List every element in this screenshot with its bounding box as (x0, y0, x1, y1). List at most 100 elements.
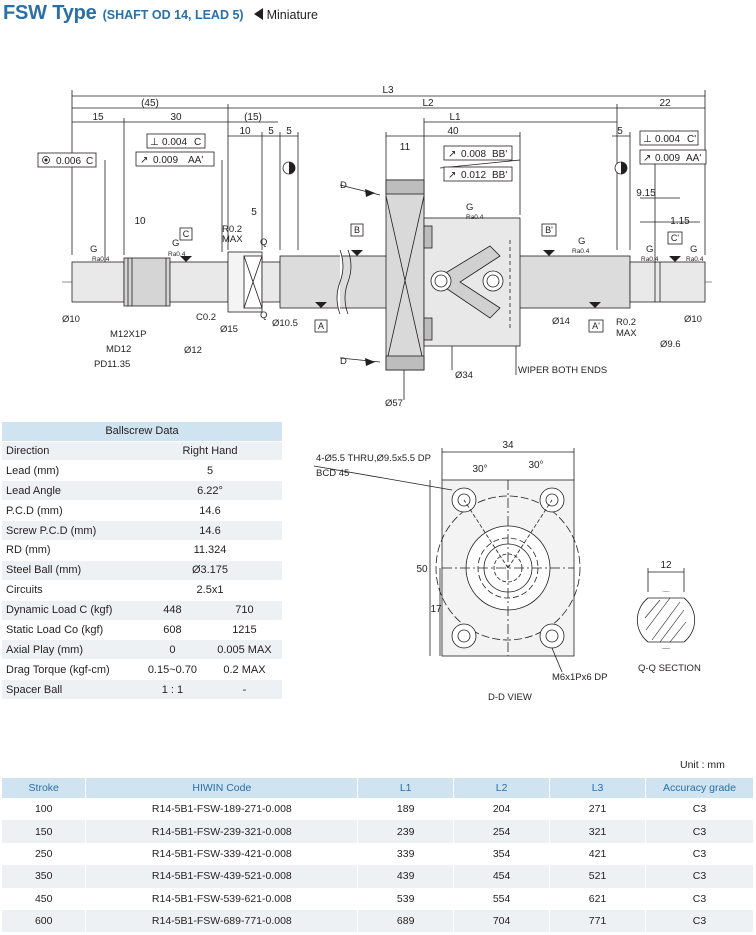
stroke-table-col-header: L2 (453, 778, 551, 798)
table-cell: R14-5B1-FSW-539-621-0.008 (85, 887, 359, 910)
dim-11: 11 (400, 142, 411, 153)
ballscrew-row-value: 5 (138, 460, 282, 482)
stroke-table-col-header: L3 (549, 778, 646, 798)
ballscrew-row-label: Spacer Ball (2, 679, 138, 701)
table-cell: 521 (549, 865, 646, 888)
bcd-label: BCD 45 (316, 468, 349, 479)
g-mark-5: G (646, 244, 653, 255)
wiper-label: WIPER BOTH ENDS (518, 365, 607, 376)
datum-a: A (318, 321, 324, 331)
table-cell: C3 (645, 865, 754, 888)
max-right-label: MAX (616, 328, 637, 339)
dim-50: 50 (416, 564, 428, 575)
table-cell: C3 (645, 909, 754, 933)
r02-label: R0.2 (222, 224, 242, 235)
dim-5a: 5 (268, 126, 274, 137)
gtol-perp2-value: 0.004 (655, 134, 680, 145)
ballscrew-drawing: L3 (45) L2 22 15 30 (15) L1 10 5 5 40 5 … (37, 85, 712, 409)
runout-symbol-4: ↗ (643, 153, 651, 164)
ballscrew-row-label: Axial Play (mm) (2, 639, 138, 661)
table-cell: R14-5B1-FSW-239-321-0.008 (85, 820, 359, 843)
datum-b2: B' (545, 225, 553, 235)
gtol-runout-bb1-value: 0.008 (461, 149, 486, 160)
ballscrew-row: Screw P.C.D (mm)14.6 (2, 520, 282, 541)
gtol-runout2-ref: AA' (686, 153, 701, 164)
dim-l2: L2 (422, 98, 434, 109)
ballscrew-row-value: 0.005 MAX (206, 639, 282, 661)
stroke-table-col-header: Stroke (2, 778, 87, 798)
table-cell: 450 (2, 887, 87, 910)
gtol-conc-value: 0.006 (56, 156, 81, 167)
datum-c: C (183, 229, 190, 239)
gtol-runout-ref: AA' (188, 155, 203, 166)
ballscrew-row-label: Direction (2, 441, 138, 462)
ra-mark-3: Ra0.4 (466, 214, 484, 221)
dim-10b: 10 (134, 216, 146, 227)
angle-2: 30° (528, 460, 543, 471)
runout-symbol: ↗ (140, 155, 148, 166)
g-mark-2: G (172, 238, 179, 249)
phi57-label: Ø57 (385, 398, 403, 409)
phi34-label: Ø34 (455, 370, 473, 381)
ballscrew-row-value: 14.6 (138, 520, 282, 541)
gtol-runout-value: 0.009 (153, 155, 178, 166)
phi12-label: Ø12 (184, 345, 202, 356)
table-cell: 554 (453, 887, 551, 910)
datum-a2: A' (592, 321, 600, 331)
ra-mark-1: Ra0.4 (92, 256, 110, 263)
section-views: 34 30° 30° 50 17 12 4-Ø5.5 THRU,Ø9.5x5.5… (313, 440, 701, 703)
ballscrew-row: RD (mm)11.324 (2, 540, 282, 561)
page-subtitle: (SHAFT OD 14, LEAD 5) (102, 8, 244, 22)
dim-5c: 5 (617, 126, 623, 137)
table-cell: C3 (645, 842, 754, 866)
table-cell: R14-5B1-FSW-339-421-0.008 (85, 842, 359, 866)
table-cell: 339 (357, 842, 455, 866)
ballscrew-row-label: Screw P.C.D (mm) (2, 520, 138, 541)
ballscrew-row-label: Lead (mm) (2, 460, 138, 482)
phi96-label: Ø9.6 (660, 339, 681, 350)
dim-45: (45) (141, 98, 159, 109)
datum-b: B (354, 225, 360, 235)
ballscrew-row-value: 2.5x1 (138, 580, 282, 601)
ballscrew-row-value: - (206, 679, 282, 701)
stroke-table-col-header: L1 (357, 778, 455, 798)
dim-915: 9.15 (636, 188, 656, 199)
ballscrew-row-label: Lead Angle (2, 480, 138, 502)
m12-label: M12X1P (110, 329, 146, 340)
q-label-bottom: Q (260, 310, 267, 321)
table-cell: 439 (357, 865, 455, 888)
table-cell: 150 (2, 820, 87, 843)
table-cell: 321 (549, 820, 646, 843)
table-cell: C3 (645, 820, 754, 843)
table-cell: 539 (357, 887, 455, 910)
stroke-table-col-header: HIWIN Code (85, 778, 359, 798)
table-cell: R14-5B1-FSW-189-271-0.008 (85, 798, 359, 821)
table-cell: 354 (453, 842, 551, 866)
ra-mark-2: Ra0.4 (168, 251, 186, 258)
ballscrew-row: P.C.D (mm)14.6 (2, 500, 282, 522)
ballscrew-row-value: 0.15~0.70 (138, 659, 207, 681)
ra-mark-4: Ra0.4 (572, 248, 590, 255)
pd1135-label: PD11.35 (94, 359, 130, 370)
dim-22: 22 (659, 98, 671, 109)
dim-40: 40 (447, 126, 459, 137)
ra-mark-6: Ra0.4 (686, 256, 704, 263)
phi105-label: Ø10.5 (272, 318, 298, 329)
category-tag: Miniature (266, 8, 319, 22)
d-label-bottom: D (340, 356, 347, 367)
ballscrew-row-value: Right Hand (138, 441, 282, 462)
ballscrew-row-label: Dynamic Load C (kgf) (2, 600, 138, 621)
ballscrew-row-value: Ø3.175 (138, 560, 282, 581)
table-cell: 254 (453, 820, 551, 843)
runout-symbol-3: ↗ (448, 170, 456, 181)
gtol-runout-bb1-ref: BB' (492, 149, 507, 160)
table-cell: 421 (549, 842, 646, 866)
dim-125: 12 (660, 560, 672, 571)
ballscrew-row-value: 448 (138, 600, 207, 621)
dim-15: 15 (92, 112, 104, 123)
